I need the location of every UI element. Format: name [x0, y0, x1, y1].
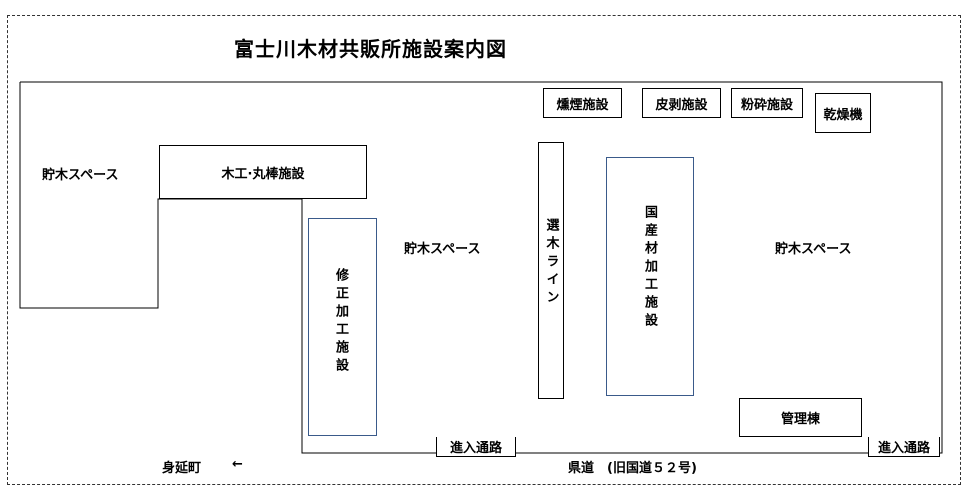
domestic-facility: [606, 157, 694, 396]
correction-facility-label: 修正加工施設: [333, 268, 348, 376]
correction-facility: [308, 218, 377, 436]
arrow-left-icon: ←: [232, 457, 243, 472]
page-title: 富士川木材共販所施設案内図: [234, 37, 507, 61]
bark-facility: 皮剥施設: [642, 88, 721, 118]
storage-space-left: 貯木スペース: [42, 168, 119, 183]
map-frame: [7, 15, 961, 485]
dryer: 乾燥機: [815, 93, 871, 133]
crush-facility-label: 粉砕施設: [740, 97, 793, 113]
entry-road-right-label: 進入通路: [877, 441, 930, 456]
storage-space-right: 貯木スペース: [775, 242, 852, 257]
sorting-line-label: 選木ライン: [543, 218, 559, 308]
domestic-facility-label: 国産材加工施設: [642, 205, 657, 331]
smoke-facility-label: 燻煙施設: [556, 97, 609, 113]
management-building-label: 管理棟: [780, 412, 820, 427]
prefectural-road-label: 県道 (旧国道５２号): [568, 461, 697, 476]
entry-road-left-label: 進入通路: [449, 441, 502, 456]
storage-space-center: 貯木スペース: [404, 242, 481, 257]
wood-round-facility-label: 木工·丸棒施設: [221, 166, 305, 182]
smoke-facility: 燻煙施設: [543, 88, 622, 118]
crush-facility: 粉砕施設: [731, 88, 803, 118]
dryer-label: 乾燥機: [823, 107, 863, 123]
management-building: 管理棟: [739, 398, 862, 437]
sorting-line: 選木ライン: [538, 142, 564, 399]
town-label: 身延町: [162, 461, 202, 476]
wood-round-facility: 木工·丸棒施設: [159, 145, 367, 199]
entry-road-left: 進入通路: [436, 437, 516, 457]
bark-facility-label: 皮剥施設: [655, 97, 708, 113]
entry-road-right: 進入通路: [868, 437, 940, 457]
